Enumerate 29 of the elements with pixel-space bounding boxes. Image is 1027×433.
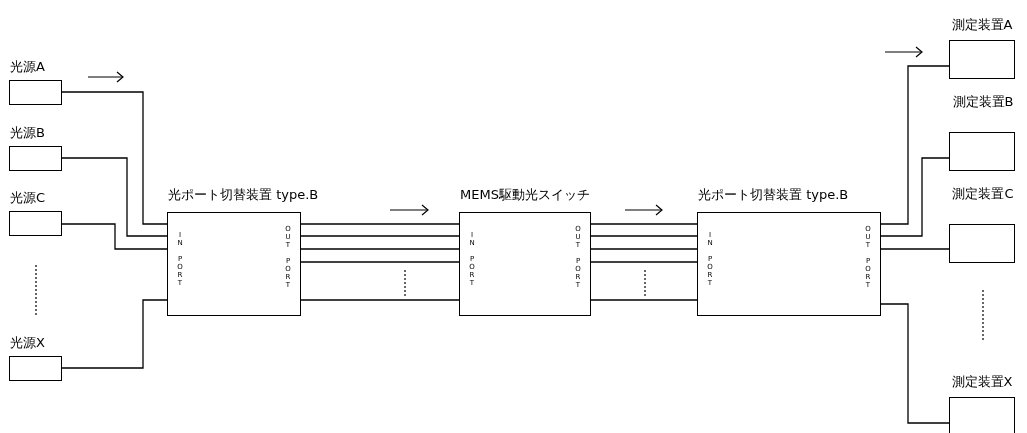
device-label: 測定装置C (952, 185, 1014, 203)
connector-line (300, 261, 460, 263)
connector-line (61, 299, 168, 369)
device-label: 光ポート切替装置 type.B (698, 186, 849, 203)
connector-line (880, 157, 950, 237)
device-label: 光ポート切替装置 type.B (168, 186, 319, 203)
connector-line (880, 248, 950, 250)
device-label: 測定装置B (952, 93, 1014, 111)
connector-line (590, 248, 698, 250)
connector-line (590, 223, 698, 225)
connector-line (880, 65, 950, 225)
connector-line (590, 261, 698, 263)
connector-line (300, 299, 460, 301)
device-label: 光源A (10, 58, 45, 75)
connector-line (61, 91, 168, 225)
device-label: 測定装置A (951, 16, 1013, 33)
connector-line (61, 157, 168, 237)
connector-line (61, 223, 168, 250)
connector-line (880, 303, 950, 424)
connector-line (300, 223, 460, 225)
connector-line (300, 248, 460, 250)
device-label: 光源B (10, 124, 45, 141)
device-label: 光源X (10, 334, 45, 351)
connector-line (590, 235, 698, 237)
connector-line (590, 299, 698, 301)
device-label: 光源C (10, 189, 46, 206)
device-label: MEMS駆動光スイッチ (460, 186, 590, 203)
connector-line (300, 235, 460, 237)
device-label: 測定装置X (951, 373, 1013, 390)
